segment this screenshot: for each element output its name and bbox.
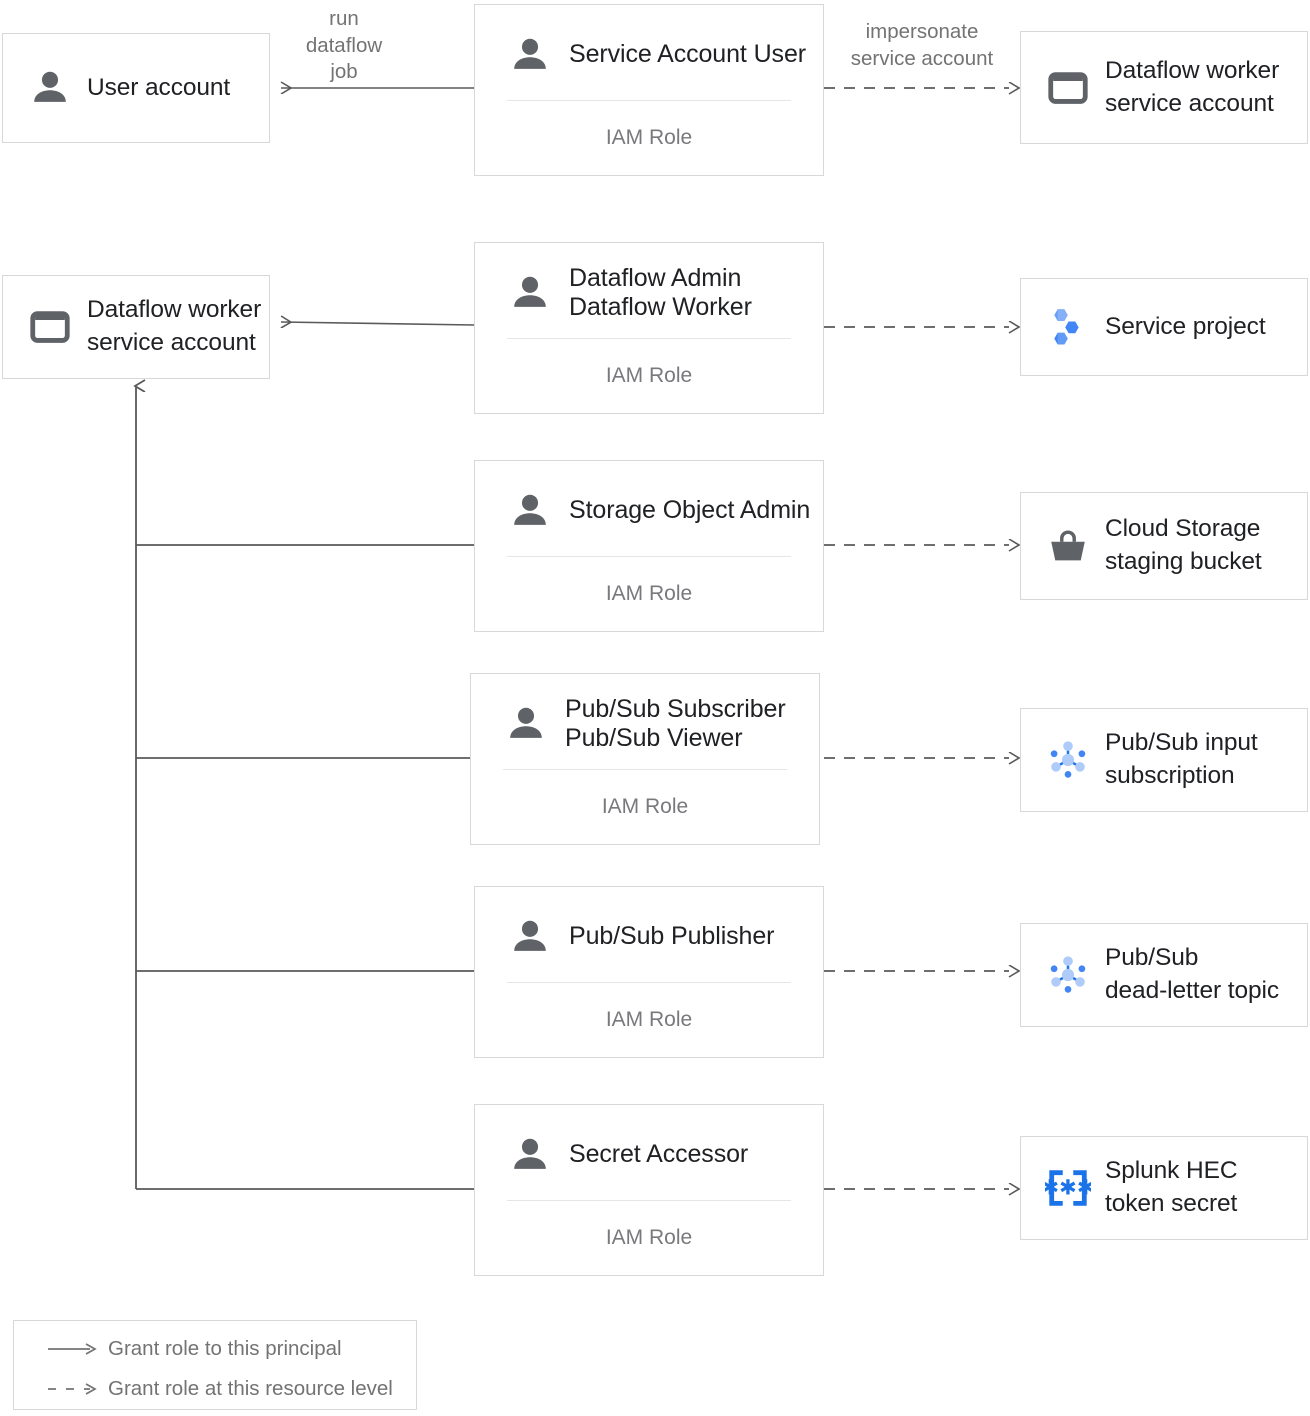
edge-label-run-dataflow-job: run dataflow job <box>305 7 383 84</box>
node-cloud-storage-staging-bucket[interactable]: Cloud Storage staging bucket <box>1020 492 1308 600</box>
legend-label: Grant role to this principal <box>108 1337 342 1360</box>
pubsub-icon <box>1045 952 1091 998</box>
bucket-icon <box>1045 523 1091 569</box>
role-card-header: Pub/Sub Subscriber Pub/Sub Viewer <box>471 674 819 769</box>
divider <box>503 769 787 770</box>
legend: Grant role to this principal Grant role … <box>13 1320 417 1410</box>
role-card-footer: IAM Role <box>605 126 693 149</box>
role-card-header: Dataflow Admin Dataflow Worker <box>475 243 823 338</box>
divider <box>507 1200 791 1201</box>
role-card-footer: IAM Role <box>605 364 693 387</box>
role-card-secret-accessor[interactable]: Secret Accessor IAM Role <box>474 1104 824 1276</box>
role-card-title: Pub/Sub Subscriber Pub/Sub Viewer <box>565 695 786 752</box>
pubsub-icon <box>1045 737 1091 783</box>
role-card-pubsub-subscriber-viewer[interactable]: Pub/Sub Subscriber Pub/Sub Viewer IAM Ro… <box>470 673 820 845</box>
role-card-footer: IAM Role <box>605 1226 693 1249</box>
role-card-title: Storage Object Admin <box>569 496 811 525</box>
role-card-title: Secret Accessor <box>569 1140 749 1169</box>
legend-label: Grant role at this resource level <box>108 1377 393 1400</box>
divider <box>507 338 791 339</box>
divider <box>507 982 791 983</box>
role-card-dataflow-admin-worker[interactable]: Dataflow Admin Dataflow Worker IAM Role <box>474 242 824 414</box>
node-dataflow-worker-service-account-left[interactable]: Dataflow worker service account <box>2 275 270 379</box>
node-label: Dataflow worker service account <box>87 296 262 356</box>
node-user-account[interactable]: User account <box>2 33 270 143</box>
window-icon <box>27 304 73 350</box>
node-label: Dataflow worker service account <box>1105 56 1280 117</box>
role-card-footer: IAM Role <box>605 582 693 605</box>
role-card-service-account-user[interactable]: Service Account User IAM Role <box>474 4 824 176</box>
node-label: Splunk HEC token secret <box>1105 1157 1238 1217</box>
node-label: User account <box>87 73 231 101</box>
node-service-project[interactable]: Service project <box>1020 278 1308 376</box>
dashed-arrow-icon <box>44 1382 100 1396</box>
role-card-footer: IAM Role <box>601 795 689 818</box>
window-icon <box>1045 65 1091 111</box>
divider <box>507 556 791 557</box>
person-icon <box>507 488 553 534</box>
node-label: Pub/Sub input subscription <box>1105 729 1258 789</box>
solid-arrow-icon <box>44 1342 100 1356</box>
legend-row-grant-at-resource-level: Grant role at this resource level <box>14 1369 416 1409</box>
role-card-title: Dataflow Admin Dataflow Worker <box>569 264 752 321</box>
node-label: Pub/Sub dead-letter topic <box>1105 944 1279 1004</box>
edge-label-impersonate-service-account: impersonate service account <box>850 20 994 70</box>
role-card-footer: IAM Role <box>605 1008 693 1031</box>
role-card-header: Pub/Sub Publisher <box>475 887 823 982</box>
person-icon <box>507 270 553 316</box>
node-pubsub-input-subscription[interactable]: Pub/Sub input subscription <box>1020 708 1308 812</box>
role-card-pubsub-publisher[interactable]: Pub/Sub Publisher IAM Role <box>474 886 824 1058</box>
role-card-title: Pub/Sub Publisher <box>569 922 775 951</box>
divider <box>507 100 791 101</box>
node-pubsub-dead-letter-topic[interactable]: Pub/Sub dead-letter topic <box>1020 923 1308 1027</box>
role-card-title: Service Account User <box>569 40 806 69</box>
node-label: Service project <box>1105 312 1266 340</box>
node-label: Cloud Storage staging bucket <box>1105 515 1262 575</box>
role-card-header: Service Account User <box>475 5 823 100</box>
legend-row-grant-to-principal: Grant role to this principal <box>14 1329 416 1369</box>
node-splunk-hec-token-secret[interactable]: ✱✱✱ Splunk HEC token secret <box>1020 1136 1308 1240</box>
person-icon <box>507 1132 553 1178</box>
role-card-header: Secret Accessor <box>475 1105 823 1200</box>
person-icon <box>507 32 553 78</box>
role-card-header: Storage Object Admin <box>475 461 823 556</box>
secret-icon: ✱✱✱ <box>1045 1165 1091 1211</box>
person-icon <box>507 914 553 960</box>
role-card-storage-object-admin[interactable]: Storage Object Admin IAM Role <box>474 460 824 632</box>
person-icon <box>27 65 73 111</box>
svg-text:✱✱✱: ✱✱✱ <box>1045 1177 1091 1200</box>
person-icon <box>503 701 549 747</box>
hexagons-icon <box>1045 304 1091 350</box>
node-dataflow-worker-service-account[interactable]: Dataflow worker service account <box>1020 31 1308 144</box>
